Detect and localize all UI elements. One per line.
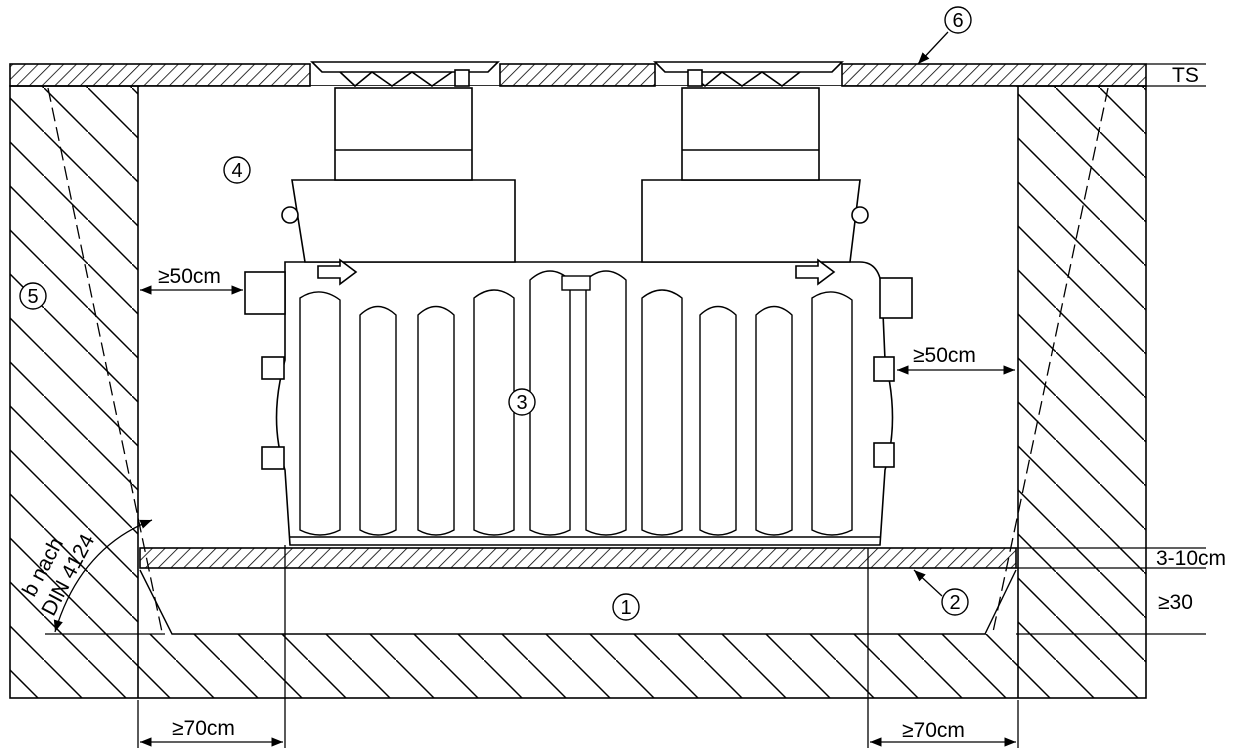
callout-4: 4 [231,160,242,182]
clearance-right-label: ≥50cm [913,344,976,367]
width-right-label: ≥70cm [902,719,965,742]
callouts [19,6,972,621]
callout-2: 2 [949,592,960,614]
tank-ribs [299,270,853,536]
flow-arrows [317,258,836,286]
clearance-left-label: ≥50cm [158,265,221,288]
bedding-thickness-label: 3-10cm [1156,547,1226,570]
callout-1: 1 [620,597,631,619]
top-cover-slab [9,63,1206,87]
width-left-label: ≥70cm [172,717,235,740]
ts-label: TS [1172,64,1199,87]
callout-6: 6 [952,10,963,32]
callout-5: 5 [27,286,38,308]
dimension-lines [45,31,1019,748]
callout-3: 3 [516,392,527,414]
base-thickness-label: ≥30 [1158,591,1193,614]
